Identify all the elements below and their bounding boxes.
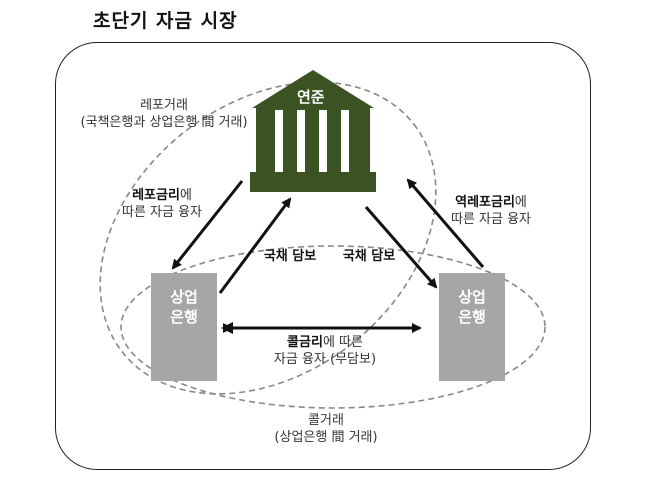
reverse-repo-arrow <box>406 178 485 268</box>
call-loan-label: 콜금리에 따른 자금 융자 (무담보) <box>273 335 377 367</box>
collateral-right-label: 국채 담보 <box>342 249 396 264</box>
collateral-right-arrow <box>364 206 438 289</box>
repo-rate-loan-label: 레포금리에 따른 자금 융자 <box>121 188 203 220</box>
repo-market-label: 레포거래 (국책은행과 상업은행 間 거래) <box>80 98 248 130</box>
reverse-repo-loan-label: 역레포금리에 따른 자금 융자 <box>450 195 532 227</box>
diagram-title: 초단기 자금 시장 <box>93 10 238 32</box>
right-commercial-bank: 상업 은행 <box>439 273 505 381</box>
left-bank-line1: 상업 <box>170 288 198 306</box>
central-bank-building-icon <box>250 70 376 192</box>
call-market-label: 콜거래 (상업은행 間 거래) <box>274 413 378 445</box>
right-bank-line1: 상업 <box>458 288 486 306</box>
left-bank-line2: 은행 <box>170 308 198 326</box>
collateral-left-label: 국채 담보 <box>263 249 317 264</box>
left-commercial-bank: 상업 은행 <box>151 273 217 381</box>
market-boundary <box>55 42 591 470</box>
central-bank-label: 연준 <box>297 88 325 106</box>
collateral-left-arrow <box>218 197 292 294</box>
right-bank-line2: 은행 <box>458 308 486 326</box>
repo-loan-arrow <box>171 180 244 270</box>
call-market-ellipse <box>120 245 546 409</box>
repo-market-ellipse <box>99 81 437 395</box>
